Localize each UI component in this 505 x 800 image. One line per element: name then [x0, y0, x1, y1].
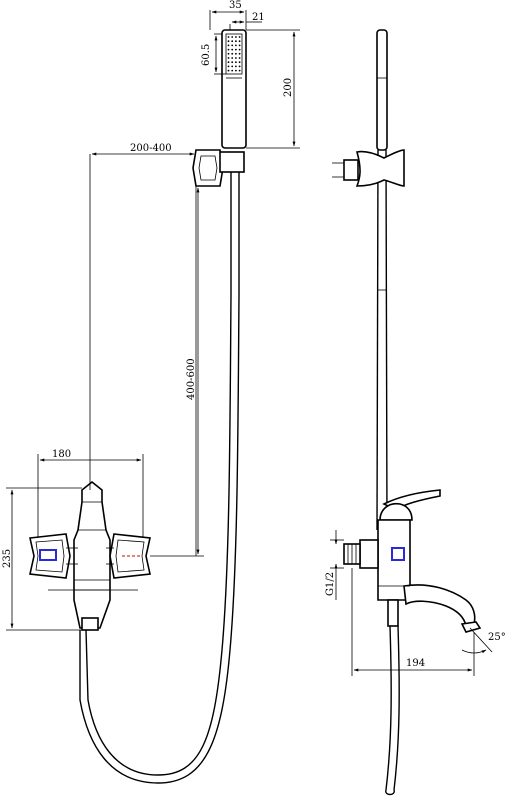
dim-spray-height: 60.5: [201, 44, 212, 66]
spray-nozzle: [235, 61, 237, 64]
spray-nozzle: [238, 61, 241, 64]
side-holder: [332, 149, 405, 187]
spray-nozzle: [227, 69, 230, 72]
front-view: 35 21 60.5 200 200-400 400-600: [2, 0, 300, 784]
spray-nozzle: [231, 61, 234, 64]
spray-nozzle: [238, 44, 241, 47]
side-dimensions: G1/2 194 25°: [325, 530, 505, 676]
spray-nozzle: [235, 57, 237, 59]
side-hose: [385, 625, 400, 796]
dim-holder-range: 200-400: [130, 143, 172, 154]
spray-nozzle: [238, 69, 241, 72]
spray-nozzle-grid: [227, 36, 241, 72]
dim-head-length: 200: [283, 78, 294, 97]
spray-nozzle: [231, 57, 234, 59]
dim-slide-range: 400-600: [186, 358, 197, 400]
spray-nozzle: [238, 52, 241, 55]
spray-nozzle: [238, 65, 241, 68]
spray-nozzle: [231, 69, 234, 72]
dim-body-height: 235: [2, 549, 13, 568]
spray-nozzle: [227, 65, 230, 68]
left-handle: [29, 533, 78, 579]
spray-nozzle: [235, 65, 237, 68]
side-mixer: [343, 489, 482, 633]
spray-nozzle: [235, 44, 237, 47]
dim-head-width: 35: [229, 0, 242, 11]
shower-holder: [192, 149, 245, 187]
dim-center-spacing: 180: [52, 449, 71, 460]
spray-nozzle: [227, 61, 230, 64]
spray-nozzle: [235, 36, 237, 38]
spray-nozzle: [235, 52, 237, 55]
dim-spout-reach: 194: [406, 658, 425, 669]
spray-nozzle: [227, 52, 230, 55]
spray-nozzle: [231, 65, 234, 68]
hand-shower-head: [221, 29, 247, 149]
mixer-body: [73, 480, 111, 631]
spray-nozzle: [231, 44, 234, 47]
right-handle: [106, 533, 151, 579]
cold-indicator: [39, 549, 57, 561]
spray-nozzle: [227, 57, 230, 59]
side-shower-rod: [376, 29, 388, 531]
spray-nozzle: [238, 40, 241, 43]
spray-nozzle: [238, 57, 241, 59]
spray-nozzle: [235, 40, 237, 43]
spray-nozzle: [238, 48, 241, 51]
dim-thread: G1/2: [325, 572, 336, 596]
side-view: G1/2 194 25°: [325, 29, 505, 796]
spray-nozzle: [231, 52, 234, 55]
front-dimensions: 35 21 60.5 200 200-400 400-600: [2, 0, 300, 631]
spray-nozzle: [235, 48, 237, 51]
spray-nozzle: [227, 44, 230, 47]
spray-nozzle: [238, 36, 241, 38]
dim-head-offset: 21: [252, 12, 265, 23]
side-cold-indicator: [391, 547, 405, 561]
shower-hose: [79, 172, 240, 784]
spray-nozzle: [227, 36, 230, 38]
spray-nozzle: [227, 48, 230, 51]
spray-nozzle: [231, 36, 234, 38]
spray-nozzle: [231, 40, 234, 43]
spray-nozzle: [231, 48, 234, 51]
spray-nozzle: [227, 40, 230, 43]
spray-nozzle: [235, 69, 237, 72]
dim-spout-angle: 25°: [488, 632, 505, 643]
